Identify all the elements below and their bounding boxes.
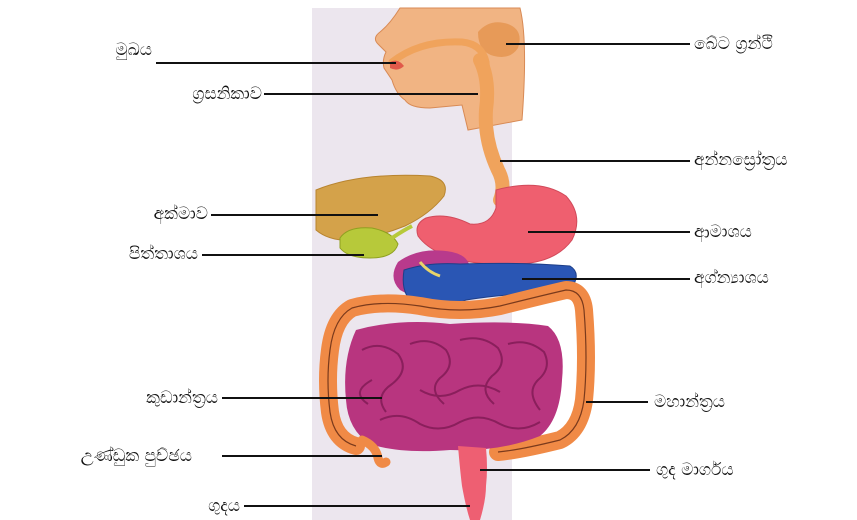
label-esophagus: අන්නස්‍රෝත්‍රය — [694, 150, 788, 170]
label-salivary-glands: බේට ග්‍රන්ථි — [694, 34, 773, 54]
label-mouth: මුඛය — [66, 40, 152, 60]
label-rectum: ගුද මාර්ගය — [656, 460, 734, 480]
label-stomach: ආමාශය — [694, 222, 752, 242]
label-large-intestine: මහාන්ත්‍රය — [654, 392, 725, 412]
label-liver: අක්මාව — [96, 204, 208, 224]
label-small-intestine: කුඩාන්ත්‍රය — [80, 388, 218, 408]
label-anus: ගුදය — [150, 496, 240, 516]
label-appendix: උණ්ඩුක පුච්ඡය — [0, 446, 192, 466]
label-pancreas: අග්න්‍යාශය — [694, 268, 769, 288]
label-pharynx: ග්‍රසනිකාව — [138, 84, 262, 104]
label-gallbladder: පිත්තාශය — [76, 244, 198, 264]
small-intestine-shape — [345, 322, 563, 451]
